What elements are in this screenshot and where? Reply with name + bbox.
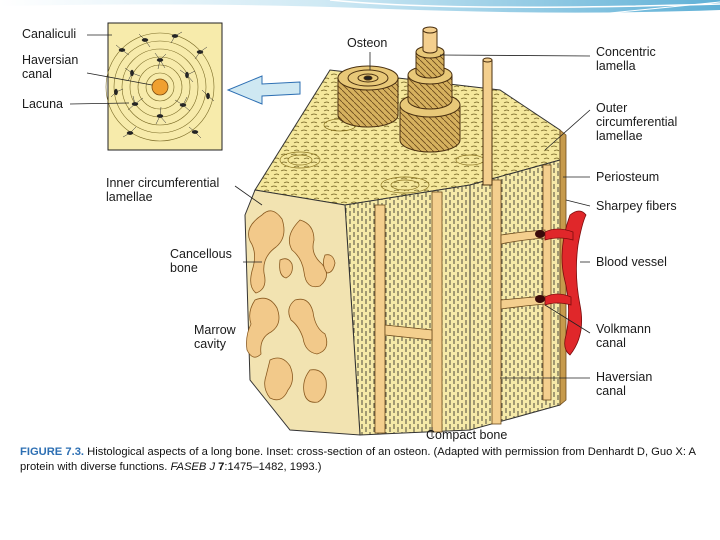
label-outer-circumferential-lamellae: Outer circumferential lamellae: [596, 101, 677, 143]
label-compact-bone: Compact bone: [426, 428, 507, 442]
caption-pages: :1475–1482, 1993.): [224, 461, 321, 473]
label-haversian-canal-inset: Haversian canal: [22, 53, 78, 81]
label-lacuna: Lacuna: [22, 97, 63, 111]
label-inner-circumferential-lamellae: Inner circumferential lamellae: [106, 176, 219, 204]
label-cancellous-bone: Cancellous bone: [170, 247, 232, 275]
label-blood-vessel: Blood vessel: [596, 255, 667, 269]
caption-text: Histological aspects of a long bone. Ins…: [20, 446, 695, 473]
label-sharpey-fibers: Sharpey fibers: [596, 199, 677, 213]
caption-volume: 7: [215, 461, 224, 473]
label-osteon: Osteon: [347, 36, 387, 50]
figure-caption: FIGURE 7.3. Histological aspects of a lo…: [20, 445, 710, 475]
inset-osteon-cross-section: [106, 23, 222, 150]
inset-haversian-canal: [152, 79, 168, 95]
label-volkmann-canal: Volkmann canal: [596, 322, 651, 350]
label-canaliculi: Canaliculi: [22, 27, 76, 41]
label-periosteum: Periosteum: [596, 170, 659, 184]
label-haversian-canal: Haversian canal: [596, 370, 652, 398]
osteon-cylinder: [338, 66, 398, 127]
label-concentric-lamella: Concentric lamella: [596, 45, 656, 73]
caption-journal: FASEB J: [171, 461, 216, 473]
figure-number: FIGURE 7.3.: [20, 446, 84, 458]
label-marrow-cavity: Marrow cavity: [194, 323, 236, 351]
concentric-lamella-stack: [400, 27, 460, 152]
inset-pointer-arrow: [228, 76, 300, 104]
